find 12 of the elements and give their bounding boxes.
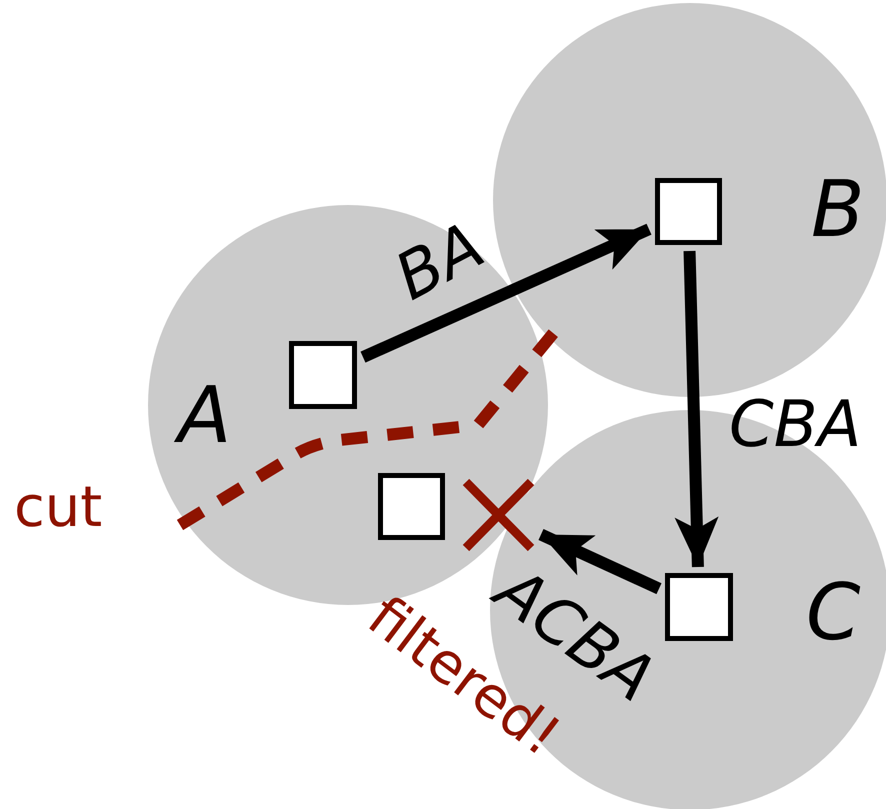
edge-label: CBA bbox=[729, 393, 862, 457]
arrow bbox=[674, 250, 719, 568]
annotation-text: cut bbox=[14, 480, 102, 536]
region-label: C bbox=[806, 574, 860, 652]
square-node bbox=[665, 573, 733, 641]
region-label: B bbox=[811, 171, 865, 249]
edge-label: BA bbox=[386, 213, 494, 311]
arrow bbox=[538, 529, 662, 594]
square-node bbox=[289, 341, 357, 409]
arrow bbox=[360, 224, 652, 363]
square-node bbox=[655, 178, 722, 245]
square-node bbox=[378, 473, 445, 540]
